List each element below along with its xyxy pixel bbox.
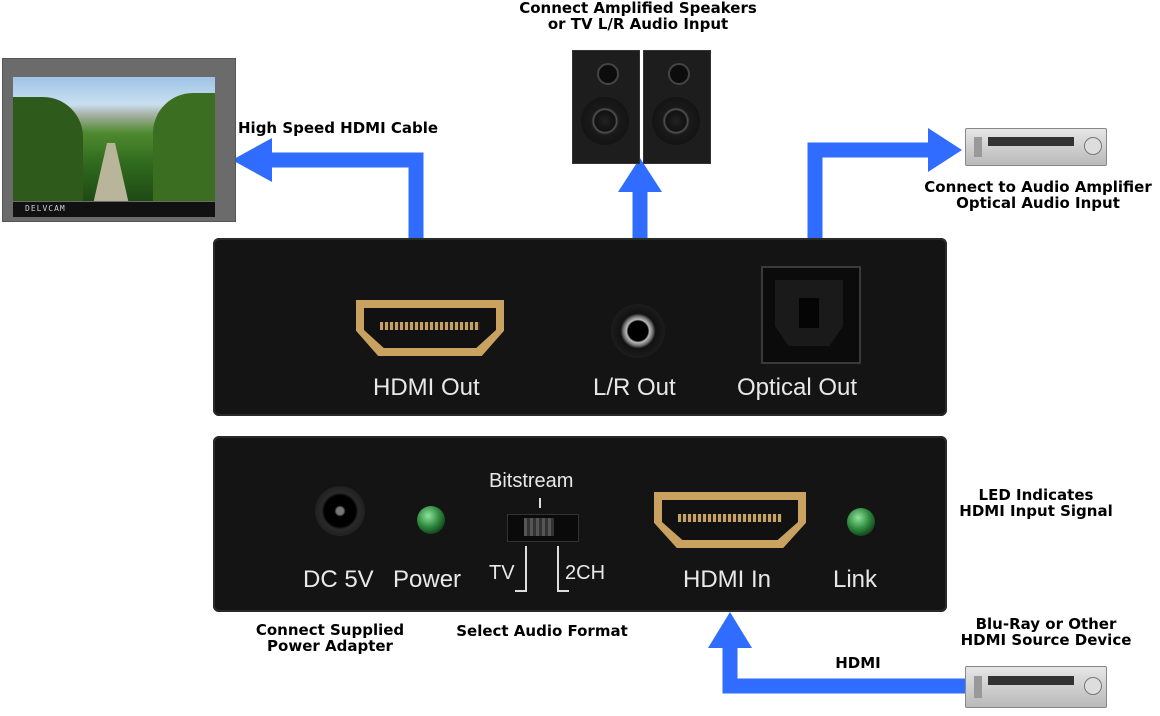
- arrow-hdmi-in: [722, 640, 965, 694]
- tv-brand-label: DELVCAM: [25, 204, 66, 213]
- tv-label: TV: [489, 562, 515, 584]
- front-panel: DC 5V Power Bitstream TV 2CH HDMI In Lin…: [213, 436, 947, 612]
- arrow-hdmi-out: [262, 152, 424, 240]
- 2ch-label: 2CH: [565, 562, 606, 584]
- link-label: Link: [833, 566, 878, 593]
- hdmi-in-label: HDMI In: [683, 566, 772, 593]
- power-led: [417, 506, 445, 534]
- hdmi-out-label: HDMI Out: [373, 374, 480, 401]
- caption-hdmi-cable: High Speed HDMI Cable: [238, 119, 439, 137]
- speaker-right: [643, 50, 711, 164]
- lr-out-label: L/R Out: [593, 374, 676, 401]
- arrow-optical: [807, 142, 935, 240]
- arrow-hdmi-in-head: [708, 612, 752, 648]
- bitstream-label: Bitstream: [489, 470, 574, 492]
- source-device: [965, 666, 1107, 708]
- lr-out-jack: [611, 304, 665, 358]
- tv-bracket: [515, 546, 527, 592]
- arrow-optical-head: [928, 128, 962, 172]
- caption-format: Select Audio Format: [456, 622, 628, 640]
- hdmi-in-port: [654, 492, 806, 548]
- link-led: [847, 508, 875, 536]
- 2ch-bracket: [557, 546, 569, 592]
- audio-format-switch[interactable]: [507, 514, 579, 542]
- optical-out-port: [761, 266, 861, 364]
- audio-format-switch-knob[interactable]: [524, 518, 554, 536]
- caption-hdmi: HDMI: [835, 654, 881, 672]
- dc-5v-label: DC 5V: [303, 566, 374, 593]
- arrow-lr-out-head: [618, 158, 662, 192]
- arrow-hdmi-out-head: [232, 138, 272, 182]
- speaker-left: [572, 50, 640, 164]
- tv-display: DELVCAM: [2, 58, 236, 222]
- power-label: Power: [393, 566, 462, 593]
- optical-out-label: Optical Out: [737, 374, 858, 401]
- tv-screen: [13, 77, 215, 201]
- bitstream-tick: [539, 498, 541, 508]
- hdmi-out-port: [356, 300, 504, 356]
- tv-bezel-bottom: [13, 202, 215, 217]
- audio-amplifier-device: [965, 128, 1107, 166]
- rear-panel: HDMI Out L/R Out Optical Out: [213, 238, 947, 416]
- dc-power-jack: [315, 486, 365, 536]
